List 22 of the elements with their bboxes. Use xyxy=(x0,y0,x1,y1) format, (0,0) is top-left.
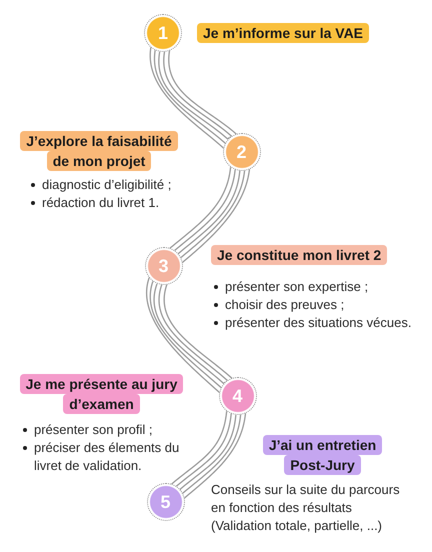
winding-road-connector xyxy=(170,410,246,500)
step-number-circle: 1 xyxy=(144,14,182,52)
step-heading: J’explore la faisabilité de mon projet xyxy=(19,131,179,171)
step-number-circle: 2 xyxy=(222,132,260,170)
step-number-circle: 3 xyxy=(144,247,182,285)
winding-road-connector xyxy=(168,165,250,264)
bullet-item: rédaction du livret 1. xyxy=(29,194,219,212)
step-number-circle: 4 xyxy=(218,377,256,415)
description-text: Conseils sur la suite du parcours en fonction des résultats (Validation totale, partielle, ...) xyxy=(211,481,401,535)
step-heading: Je me présente au jury d’examen xyxy=(18,374,184,414)
winding-road-connector xyxy=(150,46,238,149)
winding-road-connector xyxy=(146,276,234,394)
step-heading: J’ai un entretien Post-Jury xyxy=(262,435,384,475)
bullet-item: choisir des preuves ; xyxy=(212,296,430,314)
bullet-item: préciser des élements du livret de validation. xyxy=(21,439,196,475)
bullet-item: présenter des situations vécues. xyxy=(212,314,430,332)
step-heading: Je m’informe sur la VAE xyxy=(197,23,370,43)
bullet-item: diagnostic d’eligibilité ; xyxy=(29,176,219,194)
bullet-item: présenter son expertise ; xyxy=(212,278,430,296)
step-number-circle: 5 xyxy=(146,482,184,520)
bullet-item: présenter son profil ; xyxy=(21,421,196,439)
step-heading: Je constitue mon livret 2 xyxy=(211,245,388,265)
